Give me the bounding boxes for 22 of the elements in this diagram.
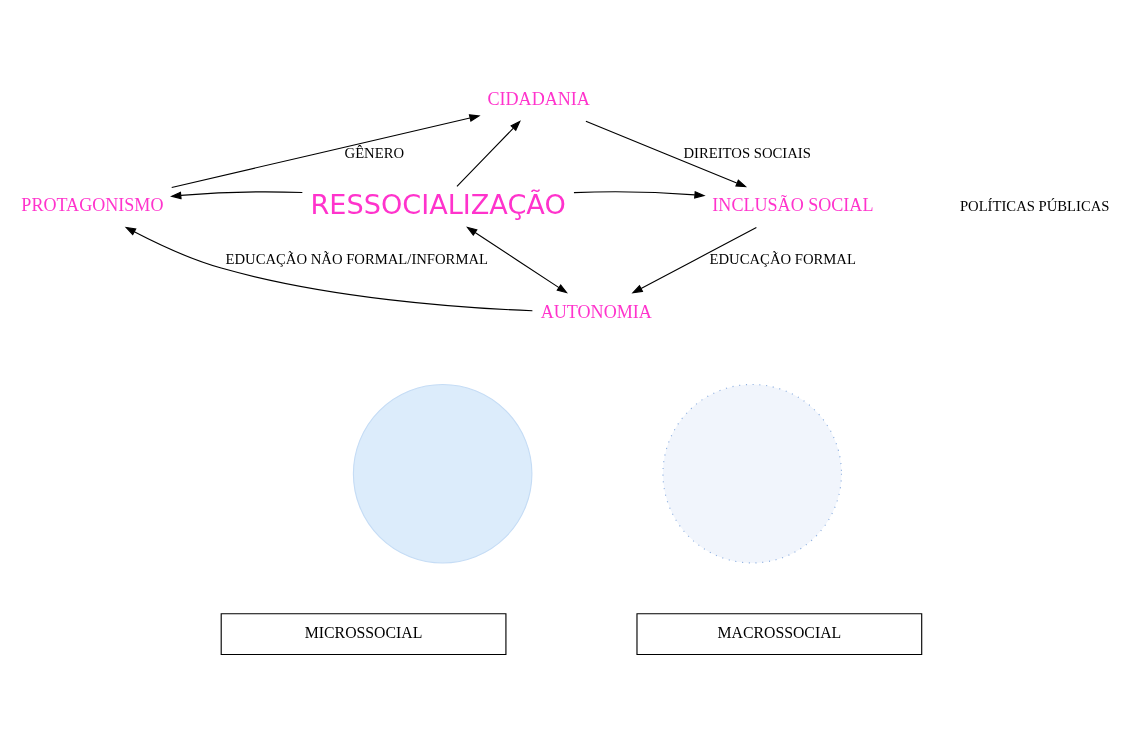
node-circle [352, 383, 533, 564]
node-text: PROTAGONISMO [21, 194, 164, 215]
arrow [124, 226, 533, 311]
edge-label: EDUCAÇÃO NÃO FORMAL/INFORMAL [225, 250, 489, 267]
node-text: INCLUSÃO SOCIAL [712, 194, 874, 215]
edge-label: GÊNERO [344, 144, 405, 161]
arrow [456, 119, 521, 187]
edge-label: EDUCAÇÃO FORMAL [709, 250, 856, 267]
arrow [466, 226, 568, 293]
label: POLÍTICAS PÚBLICAS [959, 197, 1110, 214]
node-text: AUTONOMIA [540, 301, 652, 322]
node-text: RESSOCIALIZAÇÃO [310, 188, 566, 220]
node-box: MACROSSOCIAL [636, 612, 923, 655]
arrow [573, 190, 706, 199]
arrow [585, 120, 748, 187]
node-circle [662, 383, 843, 564]
edge-label: DIREITOS SOCIAIS [683, 144, 811, 161]
node-text: CIDADANIA [487, 88, 590, 109]
node-box: MICROSSOCIAL [220, 612, 507, 655]
arrow [170, 190, 303, 199]
arrow [171, 113, 481, 188]
arrow [631, 226, 757, 294]
